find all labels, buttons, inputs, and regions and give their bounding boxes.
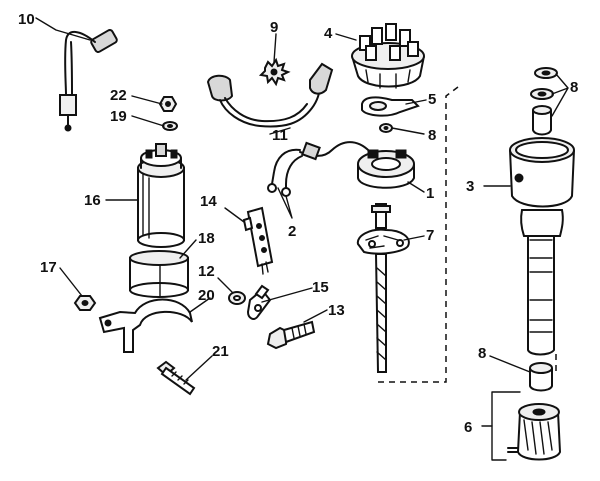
part-5-rotor xyxy=(361,96,420,117)
assembly-lines xyxy=(378,83,557,383)
callout-14: 14 xyxy=(200,193,217,210)
part-18-coil-sleeve xyxy=(129,250,189,298)
part-13-bolt xyxy=(266,320,316,350)
callout-2: 2 xyxy=(288,223,296,240)
callout-9: 9 xyxy=(270,19,278,36)
part-11-high-tension-wire xyxy=(206,62,334,128)
callout-1: 1 xyxy=(426,185,434,202)
callout-11: 11 xyxy=(272,127,288,144)
callout-8-top: 8 xyxy=(570,79,578,96)
part-4-distributor-cap xyxy=(351,23,425,89)
callout-13: 13 xyxy=(328,302,345,319)
part-14-terminal-block xyxy=(242,206,274,275)
callout-20: 20 xyxy=(198,287,215,304)
callout-numbers: 10 22 19 16 17 18 20 21 12 14 15 13 11 2… xyxy=(18,11,578,436)
part-7-distributor-shaft xyxy=(356,203,410,373)
callout-16: 16 xyxy=(84,192,101,209)
callout-15: 15 xyxy=(312,279,329,296)
callout-6: 6 xyxy=(464,419,472,436)
callout-21: 21 xyxy=(212,343,229,360)
part-16-ignition-coil xyxy=(137,143,185,248)
part-3-distributor-housing xyxy=(509,137,575,356)
part-6-drive-gear-and-pin xyxy=(507,403,562,461)
part-9-rotor-clip xyxy=(258,57,291,87)
callout-22: 22 xyxy=(110,87,127,104)
callout-17: 17 xyxy=(40,259,57,276)
part-12-washer xyxy=(228,291,246,305)
callout-19: 19 xyxy=(110,108,127,125)
part-10-sender-wire xyxy=(59,29,118,132)
part-15-distributor-clamp xyxy=(246,284,272,320)
part-8-washer-rotor xyxy=(379,123,393,133)
part-2-lead-wires xyxy=(267,141,373,197)
callout-4: 4 xyxy=(324,25,333,42)
callout-3: 3 xyxy=(466,178,474,195)
part-19-lockwasher xyxy=(162,121,178,131)
callout-18: 18 xyxy=(198,230,215,247)
callout-8-bottom: 8 xyxy=(478,345,486,362)
callout-10: 10 xyxy=(18,11,35,28)
callout-12: 12 xyxy=(198,263,215,280)
callout-8-rotor: 8 xyxy=(428,127,436,144)
part-8-upper-washers xyxy=(530,67,558,136)
part-1-sensor-coil xyxy=(357,149,415,189)
part-20-coil-bracket xyxy=(98,298,193,353)
part-8-lower-bushing xyxy=(529,362,553,392)
leader-lines xyxy=(35,17,569,461)
callout-7: 7 xyxy=(426,227,434,244)
callout-5: 5 xyxy=(428,91,436,108)
part-17-nut xyxy=(73,295,97,311)
part-21-bolt xyxy=(156,360,196,396)
